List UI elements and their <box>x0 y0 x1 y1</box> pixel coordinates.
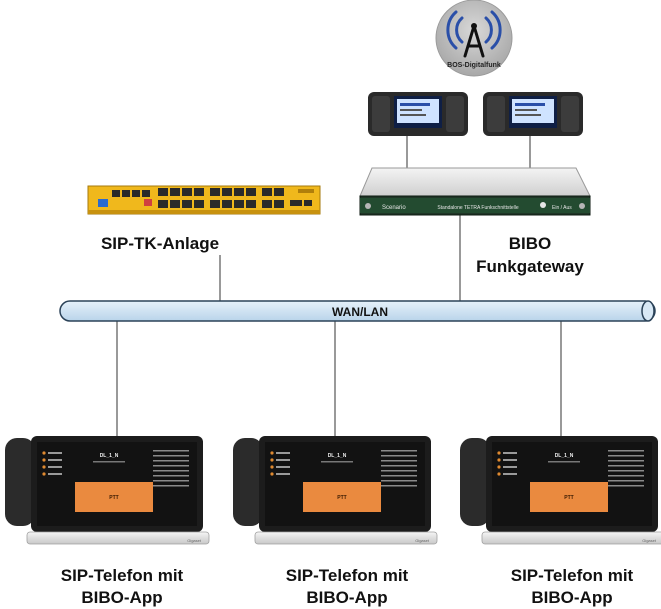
phone-base <box>26 531 210 545</box>
channel-list-item <box>608 450 644 452</box>
phone-brand: Gigaset <box>187 538 202 543</box>
phones-group: DL_1_N PTT Gigaset DL_1_N PTT Gigaset DL_1_N PT… <box>5 436 661 545</box>
channel-list-item <box>153 460 189 462</box>
phone-brand: Gigaset <box>415 538 430 543</box>
phone-base <box>481 531 661 545</box>
sidebar-item <box>48 466 62 468</box>
screen-title: DL_1_N <box>555 453 574 459</box>
screen-title: DL_1_N <box>100 453 119 459</box>
channel-list-item <box>608 455 644 457</box>
channel-list-item <box>153 475 189 477</box>
ptt-label: PTT <box>337 495 346 501</box>
phone-2-label-line1: SIP-Telefon mit <box>285 566 409 585</box>
sidebar-dot <box>42 458 46 462</box>
screen-subtitle <box>321 461 353 463</box>
channel-list-item <box>381 470 417 472</box>
sidebar-item <box>48 452 62 454</box>
ptt-button[interactable] <box>303 482 381 512</box>
channel-list-item <box>153 470 189 472</box>
handset <box>5 438 35 526</box>
phone-3-label-line1: SIP-Telefon mit <box>510 566 634 585</box>
tower-badge: BOS-Digitalfunk <box>435 0 513 77</box>
sidebar-item <box>276 466 290 468</box>
sidebar-item <box>503 473 517 475</box>
tetra-radio-1 <box>368 92 468 136</box>
phone-3-label-line2: BIBO-App <box>531 588 613 607</box>
sidebar-dot <box>497 458 501 462</box>
sidebar-dot <box>270 472 274 476</box>
sidebar-item <box>276 473 290 475</box>
channel-list-item <box>153 455 189 457</box>
channel-list-item <box>381 465 417 467</box>
phone-brand: Gigaset <box>642 538 657 543</box>
gateway-brand-right: Ein / Aus <box>552 205 572 211</box>
channel-list-item <box>608 480 644 482</box>
sidebar-item <box>503 452 517 454</box>
sidebar-dot <box>270 465 274 469</box>
sidebar-dot <box>270 451 274 455</box>
screen-subtitle <box>548 461 580 463</box>
channel-list-item <box>381 475 417 477</box>
handset <box>233 438 263 526</box>
channel-list-item <box>381 480 417 482</box>
sidebar-dot <box>270 458 274 462</box>
sidebar-dot <box>42 472 46 476</box>
gateway-label-line2: Funkgateway <box>476 257 584 276</box>
phone-device-1: DL_1_N PTT Gigaset <box>5 436 210 545</box>
sidebar-item <box>503 466 517 468</box>
tower-caption: BOS-Digitalfunk <box>447 62 501 69</box>
channel-list-item <box>153 480 189 482</box>
sidebar-dot <box>497 451 501 455</box>
ptt-button[interactable] <box>530 482 608 512</box>
gateway-device: Scenario Standalone TETRA Funkschnittste… <box>359 167 591 216</box>
screen-title: DL_1_N <box>328 453 347 459</box>
ptt-label: PTT <box>564 495 573 501</box>
phone-2-label-line2: BIBO-App <box>306 588 388 607</box>
network-bus-label: WAN/LAN <box>332 305 388 319</box>
channel-list-item <box>381 455 417 457</box>
phone-device-3: DL_1_N PTT Gigaset <box>460 436 661 545</box>
pbx-device <box>87 185 321 215</box>
channel-list-item <box>608 470 644 472</box>
channel-list-item <box>153 450 189 452</box>
sidebar-dot <box>42 465 46 469</box>
sidebar-item <box>503 459 517 461</box>
channel-list-item <box>381 485 417 487</box>
sidebar-dot <box>497 465 501 469</box>
channel-list-item <box>381 450 417 452</box>
radio-tower-icon <box>446 10 502 58</box>
sidebar-dot <box>497 472 501 476</box>
channel-list-item <box>381 460 417 462</box>
channel-list-item <box>608 465 644 467</box>
screen-subtitle <box>93 461 125 463</box>
tetra-radio-2 <box>483 92 583 136</box>
ptt-button[interactable] <box>75 482 153 512</box>
channel-list-item <box>608 460 644 462</box>
network-bus: WAN/LAN <box>59 300 656 322</box>
sidebar-item <box>48 459 62 461</box>
sidebar-item <box>48 473 62 475</box>
sidebar-item <box>276 459 290 461</box>
channel-list-item <box>153 485 189 487</box>
gateway-brand-left: Scenario <box>382 205 406 211</box>
phone-base <box>254 531 438 545</box>
phone-1-label-line2: BIBO-App <box>81 588 163 607</box>
connection-lines <box>116 135 562 436</box>
phone-1-label-line1: SIP-Telefon mit <box>60 566 184 585</box>
gateway-front-text: Standalone TETRA Funkschnittstelle <box>437 205 519 211</box>
channel-list-item <box>608 485 644 487</box>
ptt-label: PTT <box>109 495 118 501</box>
phone-device-2: DL_1_N PTT Gigaset <box>233 436 438 545</box>
sidebar-item <box>276 452 290 454</box>
handset <box>460 438 490 526</box>
channel-list-item <box>153 465 189 467</box>
channel-list-item <box>608 475 644 477</box>
sidebar-dot <box>42 451 46 455</box>
pbx-label: SIP-TK-Anlage <box>100 234 220 253</box>
gateway-label-line1: BIBO <box>508 234 552 253</box>
